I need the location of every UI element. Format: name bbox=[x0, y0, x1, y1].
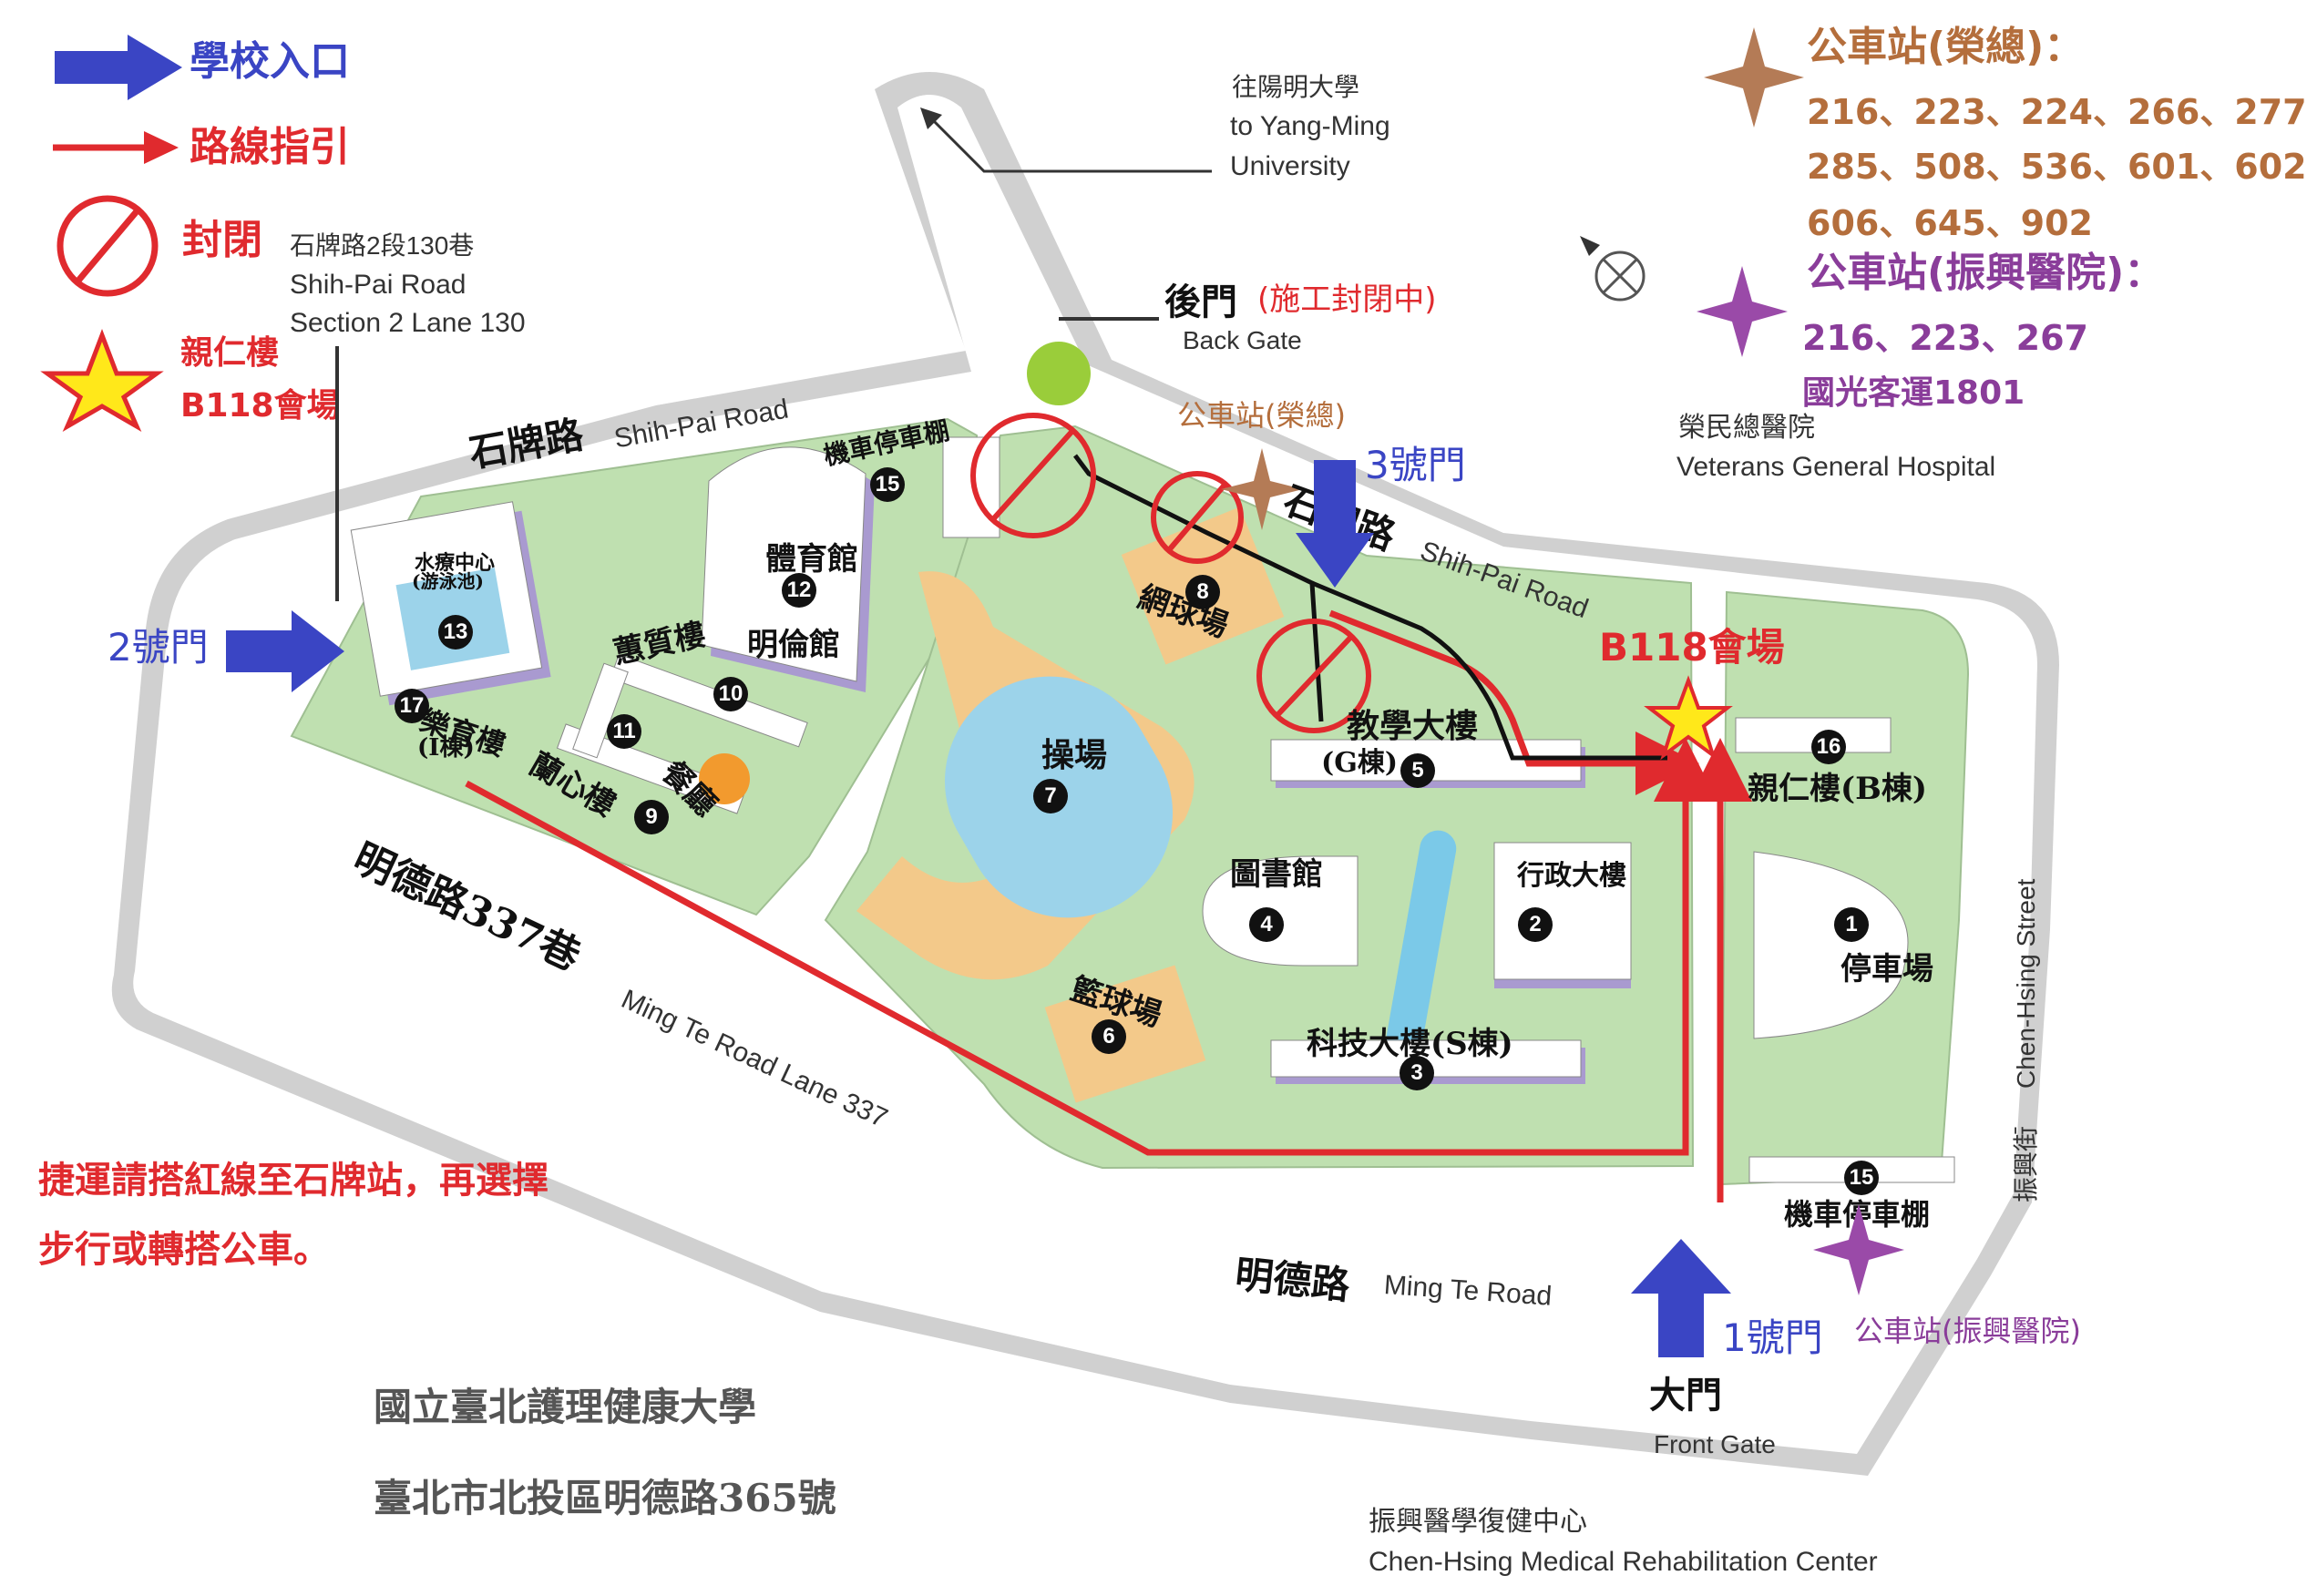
bus-veterans-star-icon bbox=[1704, 27, 1804, 130]
legend-venue-line2: B118會場 bbox=[180, 387, 340, 425]
vgh-label-zh: 榮民總醫院 bbox=[1678, 413, 1815, 443]
star-legend-icon bbox=[40, 328, 164, 433]
lane130-label-zh: 石牌路2段130巷 bbox=[290, 231, 475, 260]
back-gate-leader-line bbox=[1059, 317, 1159, 321]
buildings-layer bbox=[350, 342, 1955, 1183]
front-gate-label-en: Front Gate bbox=[1654, 1430, 1776, 1458]
bus-chenhsing-line2: 國光客運1801 bbox=[1802, 374, 2025, 412]
legend-route-label: 路線指引 bbox=[190, 124, 350, 170]
legend-venue-line1: 親仁樓 bbox=[180, 334, 280, 372]
building-pin-6: 6 bbox=[1092, 1019, 1126, 1054]
bus-chenhsing-star-icon bbox=[1697, 266, 1788, 360]
venue-label: B118會場 bbox=[1599, 625, 1785, 670]
gate3-arrow-icon bbox=[1296, 460, 1374, 590]
closed-legend-icon bbox=[51, 191, 169, 303]
legend-entrance-label: 學校入口 bbox=[190, 38, 350, 85]
back-gate-path bbox=[1073, 454, 1667, 761]
building-sublabel-5: (G棟) bbox=[1321, 747, 1399, 779]
gate2-arrow-icon bbox=[226, 610, 344, 695]
yangming-label-en2: University bbox=[1230, 151, 1350, 181]
building-pin-13: 13 bbox=[438, 615, 473, 650]
building-pin-8: 8 bbox=[1185, 575, 1220, 609]
building-pin-5: 5 bbox=[1400, 753, 1435, 788]
route-legend-icon bbox=[53, 128, 180, 170]
building-label-3: 科技大樓(S棟) bbox=[1307, 1026, 1513, 1062]
bus-stop-veterans-icon bbox=[1221, 448, 1303, 533]
bus-stop-chenhsing-icon bbox=[1813, 1204, 1904, 1298]
lane130-label-en2: Section 2 Lane 130 bbox=[290, 308, 526, 338]
bus-veterans-line2: 285、508、536、601、602 bbox=[1807, 147, 2307, 187]
building-pin-10: 10 bbox=[713, 677, 748, 711]
gate2-label: 2號門 bbox=[108, 625, 209, 670]
building-label-13: 水療中心 bbox=[415, 551, 496, 575]
building-pin-1: 1 bbox=[1834, 907, 1869, 942]
building-label-7: 操場 bbox=[1041, 736, 1108, 774]
rehab-center-label-zh: 振興醫學復健中心 bbox=[1369, 1507, 1587, 1537]
building-pin-7: 7 bbox=[1033, 779, 1068, 813]
building-pin-16: 16 bbox=[1811, 730, 1846, 764]
venue-star-icon bbox=[1644, 675, 1733, 761]
gate1-label: 1號門 bbox=[1722, 1315, 1823, 1360]
building-pin-17: 17 bbox=[395, 689, 429, 723]
legend-closed-label: 封閉 bbox=[182, 217, 262, 263]
building-label-1: 停車場 bbox=[1840, 951, 1933, 987]
front-gate-label-zh: 大門 bbox=[1649, 1374, 1722, 1417]
building-pin-9: 9 bbox=[634, 800, 669, 834]
chenhsing-street-label-zh: 振興街 bbox=[2012, 1125, 2040, 1202]
bus-chenhsing-title: 公車站(振興醫院)： bbox=[1807, 250, 2165, 296]
lane130-leader-line bbox=[335, 346, 339, 601]
yangming-label-en1: to Yang-Ming bbox=[1230, 111, 1390, 141]
bus-chenhsing-line1: 216、223、267 bbox=[1802, 318, 2088, 358]
building-sublabel-13: (游泳池) bbox=[412, 570, 484, 592]
back-gate-label-en: Back Gate bbox=[1183, 326, 1302, 354]
bus-veterans-line3: 606、645、902 bbox=[1807, 203, 2093, 243]
rehab-center-label-en: Chen-Hsing Medical Rehabilitation Center bbox=[1369, 1547, 1878, 1577]
bus-veterans-title: 公車站(榮總)： bbox=[1807, 24, 2085, 70]
mrt-note-line1: 捷運請搭紅線至石牌站，再選擇 bbox=[38, 1160, 549, 1202]
building-pin-15: 15 bbox=[1844, 1161, 1879, 1195]
building-label-5: 教學大樓 bbox=[1347, 707, 1479, 745]
yangming-label-zh: 往陽明大學 bbox=[1232, 73, 1360, 101]
building-pin-15: 15 bbox=[870, 467, 905, 502]
building-label-4: 圖書館 bbox=[1230, 856, 1323, 893]
gate3-label: 3號門 bbox=[1365, 443, 1466, 487]
building-pin-12: 12 bbox=[782, 573, 816, 608]
gate1-arrow-icon bbox=[1631, 1239, 1731, 1360]
vgh-label-en: Veterans General Hospital bbox=[1676, 452, 1996, 482]
bus-stop-chenhsing-label: 公車站(振興醫院) bbox=[1854, 1314, 2081, 1348]
back-gate-label: 後門 bbox=[1164, 281, 1237, 323]
back-gate-closed-note: (施工封閉中) bbox=[1257, 281, 1437, 318]
building-sublabel-12: 明倫館 bbox=[747, 627, 840, 663]
building-label-2: 行政大樓 bbox=[1517, 860, 1626, 892]
bus-veterans-line1: 216、223、224、266、277 bbox=[1807, 92, 2307, 132]
lane130-label-en1: Shih-Pai Road bbox=[290, 270, 467, 300]
compass-icon bbox=[1576, 232, 1658, 317]
building-sublabel-17: (I棟) bbox=[417, 734, 475, 762]
building-pin-11: 11 bbox=[607, 714, 641, 749]
building-pin-3: 3 bbox=[1400, 1056, 1434, 1090]
yangming-arrow-icon bbox=[920, 107, 1221, 192]
mingte-road-label-zh: 明德路 bbox=[1233, 1252, 1352, 1308]
building-label-16: 親仁樓(B棟) bbox=[1748, 771, 1927, 807]
university-name: 國立臺北護理健康大學 bbox=[374, 1385, 757, 1429]
building-pin-2: 2 bbox=[1518, 907, 1553, 942]
closed-markers bbox=[970, 413, 1371, 733]
university-address: 臺北市北投區明德路365號 bbox=[374, 1476, 836, 1520]
building-label-12: 體育館 bbox=[765, 541, 858, 578]
mrt-note-line2: 步行或轉搭公車。 bbox=[38, 1229, 330, 1271]
building-pin-4: 4 bbox=[1249, 907, 1284, 942]
entrance-legend-icon bbox=[55, 35, 182, 103]
bus-stop-veterans-label: 公車站(榮總) bbox=[1177, 398, 1346, 433]
chenhsing-street-label-en: Chen-Hsing Street bbox=[2012, 878, 2040, 1089]
